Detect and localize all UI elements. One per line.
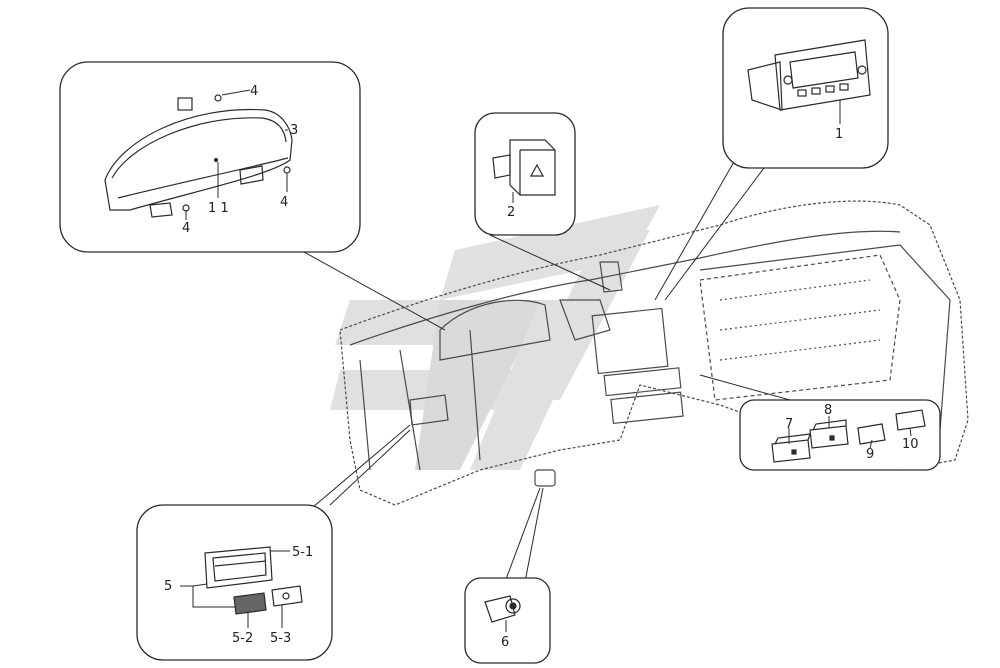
- callout-vent-5: 5: [164, 579, 172, 594]
- leader-lines: [294, 159, 791, 583]
- callout-cluster-4b: 4: [280, 195, 288, 210]
- callout-vent-5-1: 5-1: [292, 545, 313, 560]
- callout-vent-5-2: 5-2: [232, 631, 253, 646]
- watermark-logo: [330, 205, 660, 470]
- callout-radio-1: 1: [835, 127, 843, 142]
- air-vent-icon: [204, 546, 303, 615]
- hazard-switch-callout: 2: [474, 112, 576, 236]
- callout-switch-10: 10: [902, 437, 919, 452]
- callout-switch-7: 7: [785, 417, 793, 432]
- callout-hazard-2: 2: [507, 205, 515, 220]
- ignition-callout: 6: [464, 577, 551, 664]
- instrument-cluster-callout: 4 3 4 1 1 4: [59, 61, 361, 253]
- callout-switch-9: 9: [866, 447, 874, 462]
- callout-cluster-11: 1 1: [208, 201, 229, 216]
- callout-cluster-4c: 4: [182, 221, 190, 236]
- dashboard-icon: [339, 200, 969, 506]
- callout-cluster-3: 3: [290, 123, 298, 138]
- callout-vent-5-3: 5-3: [270, 631, 291, 646]
- radio-unit-icon: [747, 39, 871, 111]
- radio-callout: 1: [722, 7, 889, 169]
- callout-ignition-6: 6: [501, 635, 509, 650]
- callout-cluster-4a: 4: [250, 84, 258, 99]
- callout-switch-8: 8: [824, 403, 832, 418]
- switch-group-callout: 7 8 9 10: [739, 399, 941, 471]
- hazard-switch-icon: [492, 139, 556, 196]
- switch-button-icon: [771, 409, 926, 463]
- ignition-switch-icon: [484, 595, 521, 623]
- instrument-cluster-icon: [104, 94, 293, 218]
- vent-group-callout: 5 5-1 5-2 5-3: [136, 504, 333, 661]
